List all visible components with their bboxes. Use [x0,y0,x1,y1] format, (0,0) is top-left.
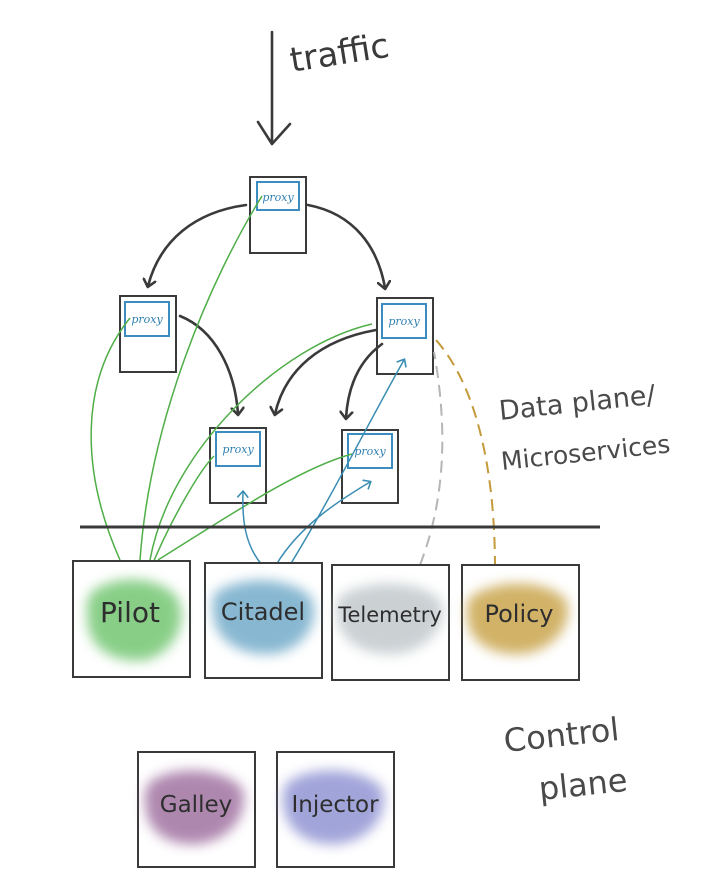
service-node-top: proxy [249,176,307,254]
citadel-label: Citadel [221,598,305,626]
flow-arrow-right-to-bottom-right [346,342,384,418]
citadel-cert-lines [237,358,407,566]
service-node-right: proxy [376,297,434,375]
service-traffic-arrows [148,203,385,418]
service-node-bottom-left: proxy [209,427,267,504]
control-plane-label-line1: Control [502,710,621,760]
data-plane-label-line2: Microservices [500,429,672,476]
telemetry-report-line [419,351,444,566]
pilot-label: Pilot [100,596,160,629]
flow-arrow-top-to-left [148,203,248,286]
telemetry-label: Telemetry [337,603,442,627]
data-plane-label-line1: Data plane/ [497,380,657,427]
flow-arrow-right-to-bottom-left [275,328,378,414]
proxy-label: proxy [262,191,294,204]
proxy-label: proxy [222,443,254,456]
service-node-left: proxy [119,295,177,373]
flow-arrow-left-to-bottom-left [178,314,238,414]
telemetry-component: Telemetry [331,564,450,681]
injector-component: Injector [276,751,395,868]
service-node-bottom-right: proxy [341,429,399,504]
injector-label: Injector [291,792,379,818]
flow-arrow-top-to-right [306,203,385,288]
proxy-label: proxy [388,315,420,328]
policy-label: Policy [484,600,553,628]
control-plane-label-line2: plane [537,761,629,808]
galley-component: Galley [137,751,256,868]
pilot-component: Pilot [72,560,191,678]
traffic-arrow [256,30,292,146]
policy-component: Policy [461,564,580,681]
citadel-component: Citadel [204,562,323,679]
galley-label: Galley [160,792,232,818]
traffic-label: traffic [287,26,392,81]
policy-check-line [435,339,496,569]
pilot-config-lines [90,195,373,576]
proxy-label: proxy [131,313,163,326]
proxy-label: proxy [354,445,386,458]
